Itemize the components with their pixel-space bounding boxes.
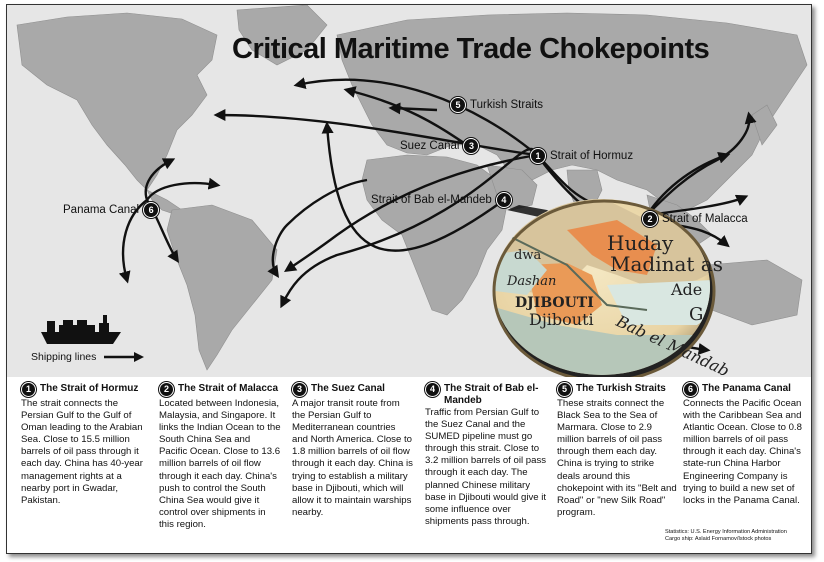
marker-5-icon: 5 (450, 97, 466, 113)
shipping-line (213, 109, 538, 157)
label-bab-el-mandeb: Strait of Bab el-Mandeb 4 (371, 192, 512, 208)
label-text: Strait of Hormuz (550, 150, 634, 162)
label-text: Turkish Straits (470, 99, 544, 111)
inset-label: Djibouti (529, 310, 594, 329)
description-bab-el-mandeb: 4 The Strait of Bab el-Mandeb Traffic fro… (425, 382, 547, 528)
shipping-line (293, 77, 538, 156)
description-text: Traffic from Persian Gulf to the Suez Ca… (425, 407, 547, 527)
inset-label: dwa (514, 248, 541, 263)
djibouti-inset-map: Huday Madinat as Ade Bab el Mandab DJIBO… (492, 199, 732, 383)
marker-1-icon: 1 (530, 148, 546, 164)
number-3-icon: 3 (292, 382, 307, 397)
greenland (236, 5, 328, 66)
cargo-ship-icon (41, 315, 121, 344)
description-malacca: 2 The Strait of Malacca Located between I… (159, 382, 281, 531)
legend: Shipping lines (31, 351, 145, 363)
description-title: The Suez Canal (311, 383, 385, 394)
chokepoint-descriptions: 1 The Strait of Hormuz The strait connect… (19, 382, 805, 543)
credit-line: Cargo ship: Aslaid Fornamov/Istock photo… (665, 536, 772, 542)
marker-6-icon: 6 (143, 202, 160, 218)
label-text: Panama Canal (63, 204, 140, 216)
shipping-line (144, 158, 176, 201)
eurasia (336, 12, 808, 211)
description-text: Located between Indonesia, Malaysia, and… (159, 398, 281, 530)
shipping-line (321, 121, 505, 252)
marker-2-icon: 2 (642, 211, 658, 227)
shipping-line (118, 199, 148, 284)
credits: Statistics: U.S. Energy Information Admi… (665, 529, 787, 543)
description-title: The Panama Canal (702, 383, 791, 394)
label-strait-of-malacca: 2 Strait of Malacca (642, 211, 748, 227)
shipping-line (267, 178, 368, 278)
description-suez: 3 The Suez Canal A major transit route fr… (292, 382, 414, 519)
marker-4-icon: 4 (495, 192, 512, 208)
credit-line: Statistics: U.S. Energy Information Admi… (665, 529, 787, 535)
label-text: Suez Canal (400, 140, 460, 152)
shipping-line (646, 111, 757, 216)
shipping-line (388, 102, 438, 115)
label-text: Strait of Malacca (662, 213, 748, 225)
shipping-line (280, 147, 539, 309)
legend-label: Shipping lines (31, 351, 97, 363)
number-4-icon: 4 (425, 382, 440, 397)
infographic: Huday Madinat as Ade Bab el Mandab DJIBO… (6, 4, 812, 554)
description-title: The Turkish Straits (576, 383, 666, 394)
label-text: Strait of Bab el-Mandeb (371, 194, 492, 206)
number-2-icon: 2 (159, 382, 174, 397)
description-panama: 6 The Panama Canal Connects the Pacific O… (683, 382, 805, 507)
number-1-icon: 1 (21, 382, 36, 397)
description-text: A major transit route from the Persian G… (292, 398, 413, 518)
inset-label: Dashan (506, 274, 556, 289)
label-suez-canal: Suez Canal 3 (400, 138, 480, 154)
label-strait-of-hormuz: 1 Strait of Hormuz (530, 148, 633, 164)
description-title: The Strait of Hormuz (40, 383, 139, 394)
page-title: Critical Maritime Trade Chokepoints (232, 33, 710, 65)
inset-label: Madinat as (610, 252, 723, 276)
number-6-icon: 6 (683, 382, 698, 397)
description-hormuz: 1 The Strait of Hormuz The strait connect… (21, 382, 143, 507)
description-text: Connects the Pacific Ocean with the Cari… (683, 398, 802, 506)
shipping-line (343, 86, 468, 146)
inset-label: G (689, 304, 703, 325)
number-5-icon: 5 (557, 382, 572, 397)
marker-3-icon: 3 (463, 138, 480, 154)
label-panama-canal: Panama Canal 6 (63, 202, 160, 218)
north-america (16, 12, 218, 191)
inset-label: Huday (607, 231, 674, 255)
japan (751, 104, 778, 146)
land-masses (16, 5, 808, 371)
map-graphic: Huday Madinat as Ade Bab el Mandab DJIBO… (16, 5, 808, 383)
shipping-line (284, 153, 538, 272)
inset-label: DJIBOUTI (515, 295, 594, 311)
arrow-right-icon (104, 352, 145, 362)
shipping-line (146, 177, 221, 201)
inset-label: Ade (670, 280, 702, 299)
label-turkish-straits: 5 Turkish Straits (450, 97, 543, 113)
description-text: These straits connect the Black Sea to t… (557, 398, 677, 518)
south-america (166, 204, 278, 371)
world-map: Huday Madinat as Ade Bab el Mandab DJIBO… (7, 5, 811, 383)
africa (361, 154, 508, 316)
description-title: The Strait of Bab el-Mandeb (444, 383, 539, 406)
description-text: The strait connects the Persian Gulf to … (21, 398, 143, 506)
description-turkish-straits: 5 The Turkish Straits These straits conne… (557, 382, 679, 519)
description-title: The Strait of Malacca (178, 383, 279, 394)
